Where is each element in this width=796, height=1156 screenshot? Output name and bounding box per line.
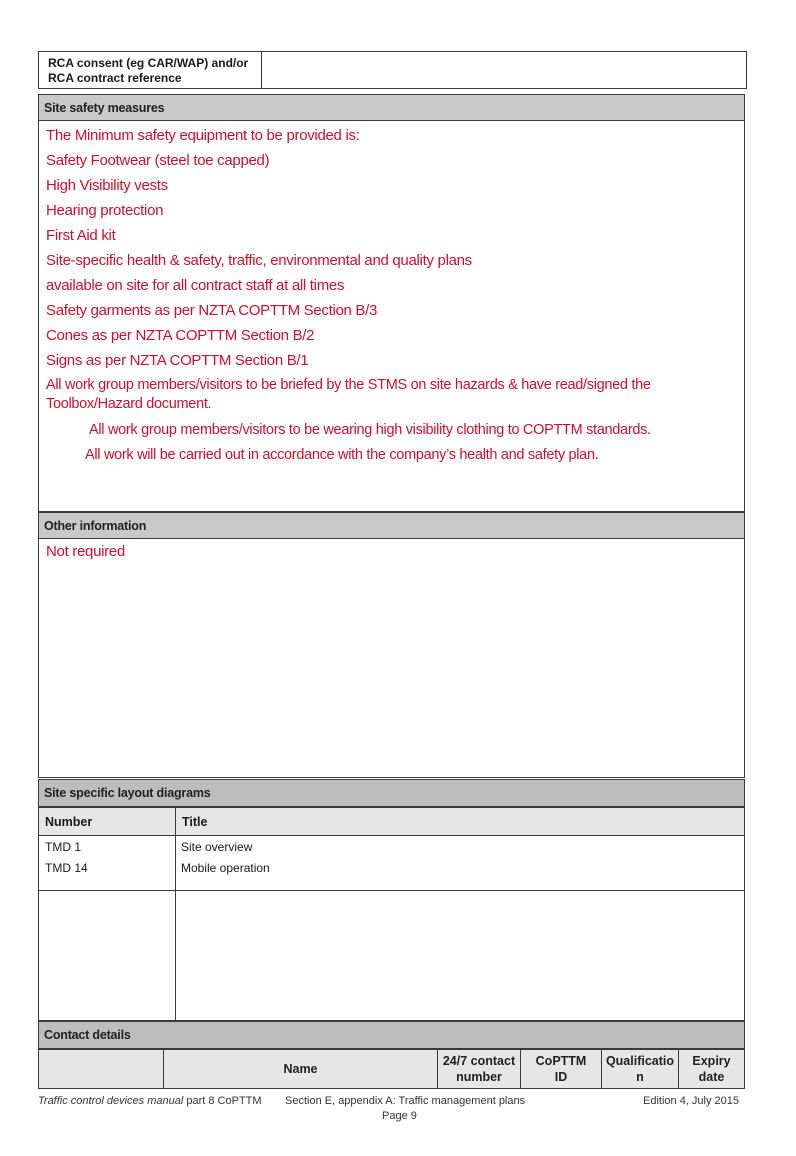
safety-line: All work group members/visitors to be br…	[46, 377, 651, 393]
contact-details-header: Contact details	[38, 1021, 745, 1049]
rca-label-line1: RCA consent (eg CAR/WAP) and/or	[48, 56, 249, 70]
contact-id-label-line1: CoPTTM	[535, 1054, 587, 1068]
contact-name-label: Name	[283, 1062, 318, 1076]
safety-line: Cones as per NZTA COPTTM Section B/2	[46, 327, 315, 344]
safety-line: Signs as per NZTA COPTTM Section B/1	[46, 352, 309, 369]
contact-blank-column	[38, 1049, 164, 1089]
title-cell: Site overview Mobile operation	[175, 836, 745, 891]
safety-line: Toolbox/Hazard document.	[46, 396, 212, 412]
footer-manual-title: Traffic control devices manual	[38, 1095, 184, 1107]
safety-line: The Minimum safety equipment to be provi…	[46, 127, 360, 144]
contact-247-label-line2: number	[456, 1070, 502, 1084]
safety-line: Safety garments as per NZTA COPTTM Secti…	[46, 302, 378, 319]
footer-page-number: Page 9	[382, 1110, 417, 1122]
site-safety-header: Site safety measures	[38, 94, 745, 121]
safety-line: available on site for all contract staff…	[46, 277, 345, 294]
other-information-header: Other information	[38, 512, 745, 539]
safety-line: Safety Footwear (steel toe capped)	[46, 152, 270, 169]
table-row-title: Mobile operation	[181, 861, 270, 875]
footer-manual: Traffic control devices manual part 8 Co…	[38, 1095, 262, 1107]
table-row-number: TMD 1	[45, 840, 81, 854]
contact-247-label-line1: 24/7 contact	[442, 1054, 516, 1068]
col-number-header: Number	[38, 807, 176, 836]
safety-line: High Visibility vests	[46, 177, 168, 194]
footer-manual-part: part 8 CoPTTM	[183, 1095, 262, 1107]
contact-exp-label-line2: date	[698, 1070, 725, 1084]
safety-line: First Aid kit	[46, 227, 116, 244]
contact-qualification-column: Qualificatio n	[601, 1049, 679, 1089]
contact-247-column: 24/7 contact number	[437, 1049, 521, 1089]
number-cell: TMD 1 TMD 14	[38, 836, 176, 891]
contact-qual-label-line2: n	[636, 1070, 644, 1084]
empty-number-cell[interactable]	[38, 891, 176, 1021]
rca-label-line2: RCA contract reference	[48, 71, 182, 85]
other-information-body: Not required	[38, 538, 745, 778]
footer-edition: Edition 4, July 2015	[643, 1095, 740, 1107]
rca-consent-value-field[interactable]	[261, 51, 747, 89]
safety-line: All work will be carried out in accordan…	[85, 447, 599, 463]
table-row-number: TMD 14	[45, 861, 88, 875]
col-title-header: Title	[175, 807, 745, 836]
contact-qual-label-line1: Qualificatio	[605, 1054, 675, 1068]
contact-id-label-line2: ID	[554, 1070, 568, 1084]
footer-section: Section E, appendix A: Traffic managemen…	[285, 1095, 526, 1107]
table-row-title: Site overview	[181, 840, 253, 854]
safety-line: Site-specific health & safety, traffic, …	[46, 252, 472, 269]
contact-exp-label-line1: Expiry	[692, 1054, 731, 1068]
safety-line: All work group members/visitors to be we…	[89, 422, 651, 438]
contact-coptt-id-column: CoPTTM ID	[520, 1049, 602, 1089]
layout-diagrams-header: Site specific layout diagrams	[38, 779, 745, 807]
safety-line: Hearing protection	[46, 202, 164, 219]
empty-title-cell[interactable]	[175, 891, 745, 1021]
contact-name-column: Name	[163, 1049, 438, 1089]
rca-consent-label: RCA consent (eg CAR/WAP) and/or RCA cont…	[38, 51, 261, 89]
site-safety-body: The Minimum safety equipment to be provi…	[38, 120, 745, 512]
other-information-text: Not required	[46, 543, 125, 560]
contact-expiry-column: Expiry date	[678, 1049, 745, 1089]
